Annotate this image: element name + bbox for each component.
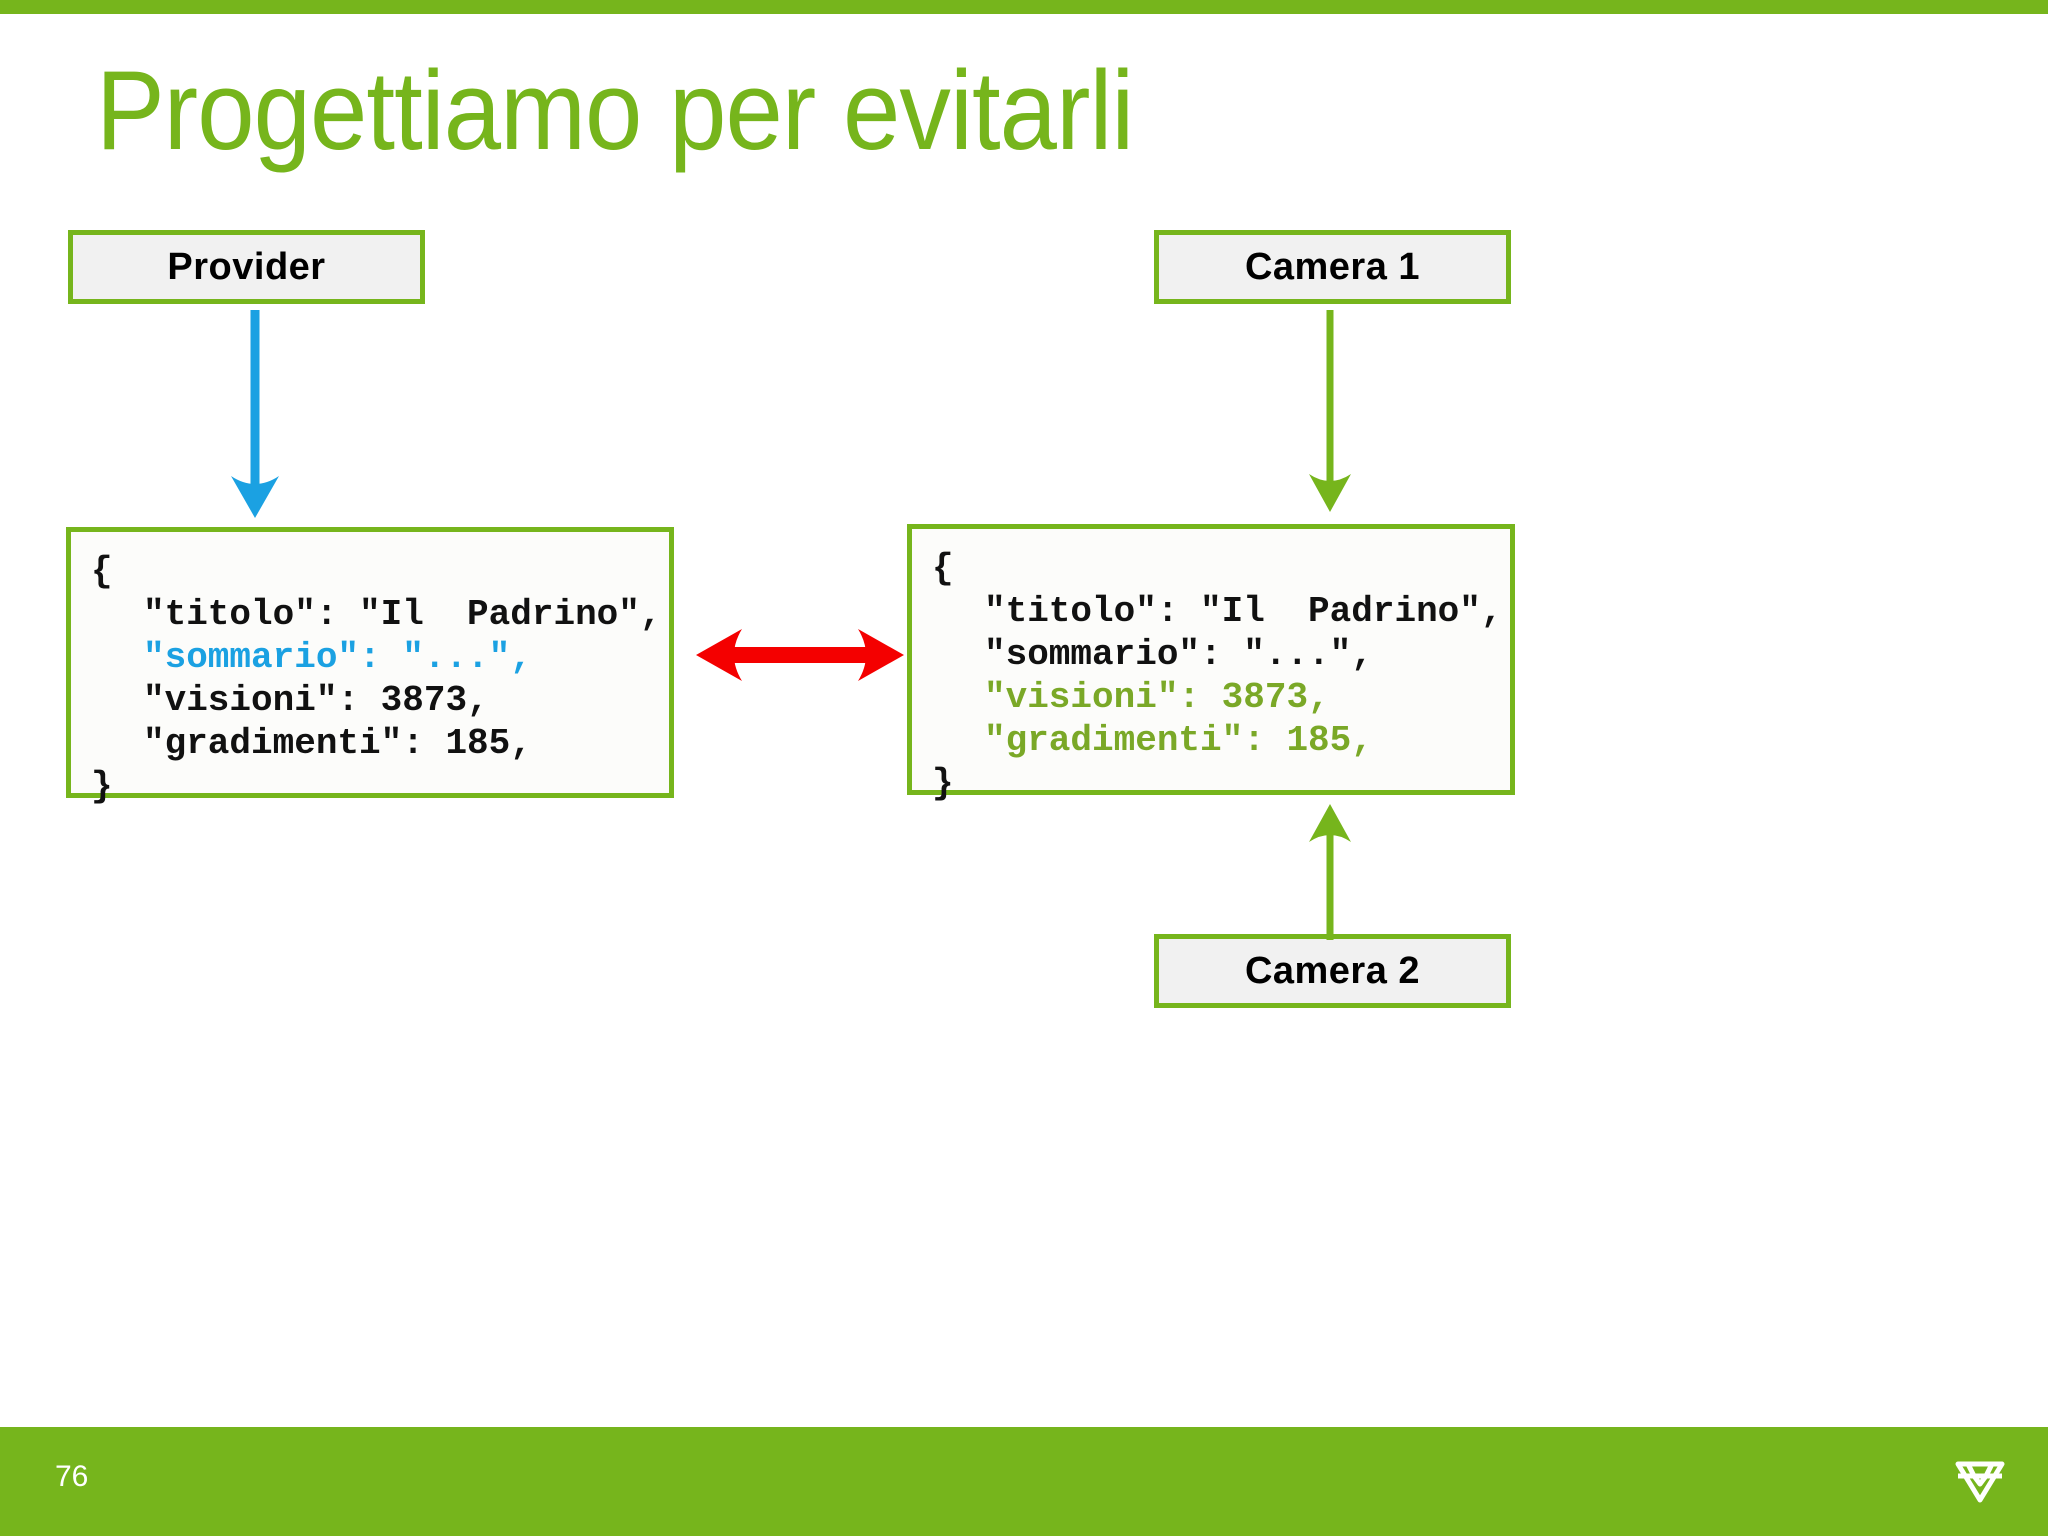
camera1-box[interactable]: Camera 1 [1154, 230, 1511, 304]
code-line: } [91, 766, 113, 807]
code-line: { [932, 548, 954, 589]
camera2-label: Camera 2 [1244, 949, 1421, 992]
code-line: "sommario": "...", [143, 637, 532, 678]
provider-json-box: { "titolo": "Il Padrino", "sommario": ".… [66, 527, 674, 807]
camera1-label: Camera 1 [1244, 245, 1421, 288]
camera-json-box: { "titolo": "Il Padrino", "sommario": ".… [907, 524, 1515, 804]
arrow-down-green-icon [1309, 310, 1351, 512]
bottom-green-band [0, 1427, 2048, 1536]
camera2-box[interactable]: Camera 2 [1154, 934, 1511, 1008]
code-line: "gradimenti": 185, [143, 723, 532, 764]
page-title: Progettiamo per evitarli [96, 48, 1134, 173]
code-line: "visioni": 3873, [143, 680, 489, 721]
code-line: "gradimenti": 185, [984, 720, 1373, 761]
arrow-up-green-icon [1309, 804, 1351, 940]
arrow-down-blue-icon [231, 310, 279, 518]
top-green-band [0, 0, 2048, 14]
code-line: "sommario": "...", [984, 634, 1373, 675]
diamond-logo-icon [1955, 1461, 2005, 1503]
provider-label: Provider [167, 245, 326, 288]
code-line: "titolo": "Il Padrino", [143, 594, 662, 635]
arrow-double-red-icon [696, 629, 904, 681]
code-line: { [91, 551, 113, 592]
provider-box[interactable]: Provider [68, 230, 425, 304]
code-line: } [932, 763, 954, 804]
page-number: 76 [55, 1460, 89, 1493]
code-line: "visioni": 3873, [984, 677, 1330, 718]
code-line: "titolo": "Il Padrino", [984, 591, 1503, 632]
